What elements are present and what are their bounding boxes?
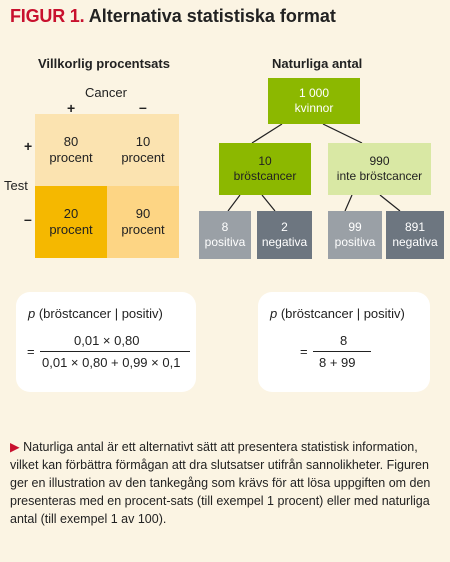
figure-caption: ▶ Naturliga antal är ett alternativt sät… — [10, 438, 440, 528]
formula-left-prob: p (bröstcancer | positiv) — [28, 306, 163, 321]
formula-left-denominator: 0,01 × 0,80 + 0,99 × 0,1 — [42, 355, 181, 370]
cell-value: 80 — [63, 133, 79, 149]
cell-unit: procent — [49, 222, 93, 237]
formula-left-numerator: 0,01 × 0,80 — [74, 333, 140, 348]
grid-cell-pos-pos: 80 procent — [35, 114, 107, 186]
formula-right-panel: p (bröstcancer | positiv) = 8 8 + 99 — [258, 292, 430, 392]
cell-value: 20 — [63, 205, 79, 221]
formula-left-fraction-bar — [40, 351, 190, 352]
formula-left-panel: p (bröstcancer | positiv) = 0,01 × 0,80 … — [16, 292, 196, 392]
right-heading: Naturliga antal — [272, 56, 363, 71]
tree-root: 1 000 kvinnor — [268, 78, 360, 124]
mid-value: 990 — [369, 154, 390, 168]
tree-leaf-nocancer-neg: 891 negativa — [386, 211, 444, 259]
mid-value: 10 — [258, 154, 272, 168]
tree-mid-cancer: 10 bröstcancer — [219, 143, 311, 195]
mid-label: inte bröstcancer — [336, 169, 423, 183]
figure-label: FIGUR 1. — [10, 6, 85, 26]
figure-title: FIGUR 1. Alternativa statistiska format — [10, 6, 336, 27]
cell-value: 90 — [135, 205, 151, 221]
prob-expression: (bröstcancer | positiv) — [277, 306, 405, 321]
cell-unit: procent — [121, 222, 165, 237]
tree-connectors — [227, 123, 401, 212]
formula-left-equals: = — [27, 344, 35, 359]
connector-mid-left-b — [261, 194, 276, 212]
root-label: kvinnor — [294, 101, 334, 115]
cancer-plus-sign: + — [67, 100, 76, 116]
leaf-label: negativa — [392, 235, 438, 249]
leaf-value: 99 — [348, 220, 362, 234]
cancer-label: Cancer — [85, 85, 127, 100]
cell-unit: procent — [121, 150, 165, 165]
tree-leaf-cancer-pos: 8 positiva — [199, 211, 251, 259]
connector-root-right — [322, 123, 363, 144]
prob-symbol: p — [28, 306, 36, 321]
formula-right-prob: p (bröstcancer | positiv) — [270, 306, 405, 321]
connector-mid-right-b — [379, 194, 401, 212]
test-label: Test — [4, 178, 28, 193]
leaf-value: 891 — [404, 220, 426, 234]
leaf-value: 2 — [281, 220, 288, 234]
tree-mid-no-cancer: 990 inte bröstcancer — [328, 143, 431, 195]
left-heading: Villkorlig procentsats — [38, 56, 170, 71]
grid-cell-neg-neg: 90 procent — [107, 186, 179, 258]
prob-symbol: p — [270, 306, 278, 321]
caption-text: Naturliga antal är ett alternativt sätt … — [10, 440, 431, 526]
caption-arrow-icon: ▶ — [10, 440, 20, 454]
test-plus-sign: + — [24, 138, 33, 154]
cell-value: 10 — [135, 133, 151, 149]
tree-leaf-cancer-neg: 2 negativa — [257, 211, 312, 259]
leaf-label: positiva — [334, 235, 376, 249]
mid-label: bröstcancer — [233, 169, 297, 183]
formula-right-fraction-bar — [313, 351, 371, 352]
cell-unit: procent — [49, 150, 93, 165]
connector-mid-left-a — [227, 194, 241, 212]
root-value: 1 000 — [298, 86, 330, 100]
connector-mid-right-a — [344, 194, 353, 212]
leaf-label: positiva — [204, 235, 246, 249]
test-minus-sign: – — [24, 211, 32, 227]
formula-right-equals: = — [300, 344, 308, 359]
leaf-value: 8 — [221, 220, 229, 234]
leaf-label: negativa — [261, 235, 308, 249]
cancer-minus-sign: – — [139, 99, 147, 115]
grid-cell-pos-neg: 10 procent — [107, 114, 179, 186]
figure-title-text: Alternativa statistiska format — [88, 6, 336, 26]
formula-right-denominator: 8 + 99 — [319, 355, 356, 370]
grid-cell-neg-pos: 20 procent — [35, 186, 107, 258]
connector-root-left — [251, 123, 283, 144]
prob-expression: (bröstcancer | positiv) — [35, 306, 163, 321]
tree-leaf-nocancer-pos: 99 positiva — [328, 211, 382, 259]
formula-right-numerator: 8 — [340, 333, 348, 348]
